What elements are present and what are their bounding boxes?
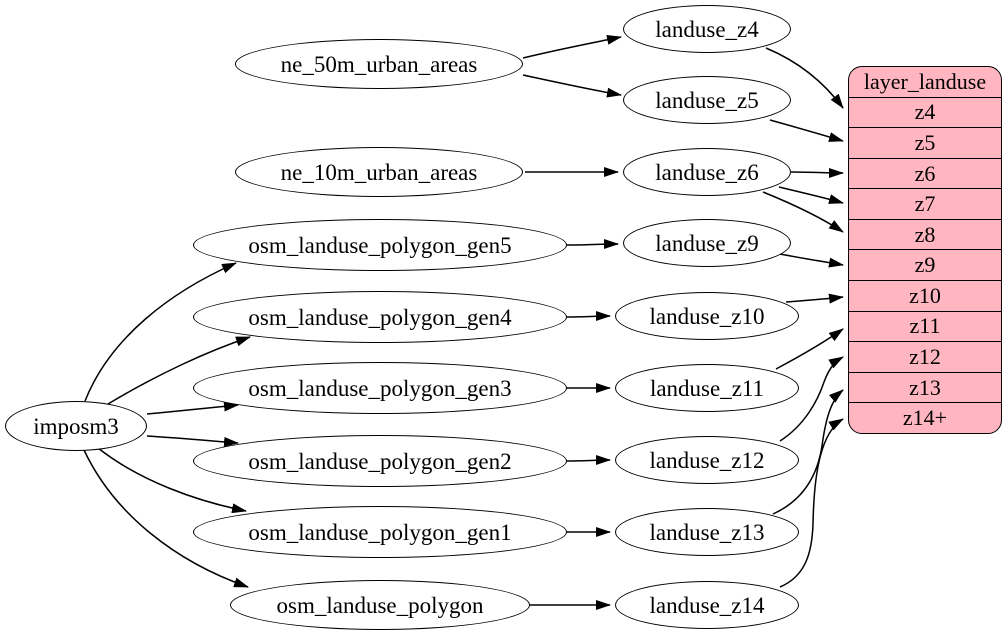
edge-z11-row <box>775 328 844 370</box>
edge-z6-row6 <box>790 167 844 178</box>
node-label: osm_landuse_polygon_gen4 <box>248 304 512 330</box>
node-landuse-z5: landuse_z5 <box>623 76 791 124</box>
node-imposm3: imposm3 <box>5 401 147 451</box>
node-landuse-z12: landuse_z12 <box>615 436 799 484</box>
edge-gen4-z10 <box>566 311 611 322</box>
node-landuse-z9: landuse_z9 <box>623 219 791 267</box>
edge-z6-row7 <box>778 186 844 204</box>
edge-gen2-z12 <box>566 455 611 466</box>
node-osm-landuse-polygon-gen2: osm_landuse_polygon_gen2 <box>193 435 567 487</box>
node-label: landuse_z13 <box>649 519 765 545</box>
node-label: osm_landuse_polygon <box>276 592 484 618</box>
table-row-z6: z6 <box>849 157 1001 189</box>
node-landuse-z6: landuse_z6 <box>623 148 791 196</box>
edge-z5-row <box>769 119 844 142</box>
node-label: landuse_z12 <box>649 447 765 473</box>
table-row-z7: z7 <box>849 188 1001 219</box>
edge-z10-row <box>785 293 844 304</box>
node-label: ne_50m_urban_areas <box>280 51 478 77</box>
node-label: ne_10m_urban_areas <box>280 159 478 185</box>
edge-imposm3-gen2 <box>146 435 239 447</box>
node-landuse-z13: landuse_z13 <box>615 508 799 556</box>
edge-z9-row <box>779 253 844 268</box>
table-row-z14plus: z14+ <box>849 402 1001 433</box>
node-ne-10m-urban-areas: ne_10m_urban_areas <box>235 147 523 197</box>
node-landuse-z14: landuse_z14 <box>615 581 799 629</box>
edge-ne50m-z5 <box>522 74 622 98</box>
node-label: osm_landuse_polygon_gen2 <box>248 448 512 474</box>
table-title: layer_landuse <box>863 68 987 94</box>
node-label: landuse_z10 <box>649 303 765 329</box>
node-label: landuse_z6 <box>655 159 759 185</box>
table-row-z4: z4 <box>849 96 1001 128</box>
table-row-z10: z10 <box>849 280 1001 311</box>
edge-z12-row <box>779 356 844 442</box>
node-landuse-z10: landuse_z10 <box>615 292 799 340</box>
table-row-z9: z9 <box>849 249 1001 280</box>
node-osm-landuse-polygon-gen1: osm_landuse_polygon_gen1 <box>193 506 567 558</box>
node-osm-landuse-polygon-gen4: osm_landuse_polygon_gen4 <box>193 291 567 343</box>
edge-imposm3-gen3 <box>146 401 239 415</box>
table-row-z11: z11 <box>849 310 1001 342</box>
node-label: osm_landuse_polygon_gen3 <box>248 375 512 401</box>
node-osm-landuse-polygon: osm_landuse_polygon <box>230 580 530 630</box>
node-landuse-z4: landuse_z4 <box>623 5 791 53</box>
edge-gen5-z9 <box>566 239 619 250</box>
table-row-z13: z13 <box>849 371 1001 403</box>
table-row-z5: z5 <box>849 127 1001 158</box>
edge-z6-row8 <box>762 191 844 233</box>
node-osm-landuse-polygon-gen3: osm_landuse_polygon_gen3 <box>193 362 567 414</box>
node-label: landuse_z11 <box>649 375 765 401</box>
node-label: osm_landuse_polygon_gen5 <box>248 232 512 258</box>
node-label: landuse_z14 <box>649 592 765 618</box>
table-layer-landuse: layer_landuse z4 z5 z6 z7 z8 z9 z10 z11 … <box>848 66 1002 434</box>
node-label: landuse_z9 <box>655 230 759 256</box>
node-label: imposm3 <box>33 413 119 439</box>
node-ne-50m-urban-areas: ne_50m_urban_areas <box>235 39 523 89</box>
table-row-z8: z8 <box>849 218 1001 250</box>
node-label: osm_landuse_polygon_gen1 <box>248 519 512 545</box>
node-label: landuse_z5 <box>655 87 759 113</box>
node-label: landuse_z4 <box>655 16 759 42</box>
edge-z14-row <box>779 418 844 588</box>
edge-ne50m-z4 <box>522 34 622 59</box>
table-row-z12: z12 <box>849 341 1001 372</box>
node-osm-landuse-polygon-gen5: osm_landuse_polygon_gen5 <box>193 219 567 271</box>
node-landuse-z11: landuse_z11 <box>615 364 799 412</box>
